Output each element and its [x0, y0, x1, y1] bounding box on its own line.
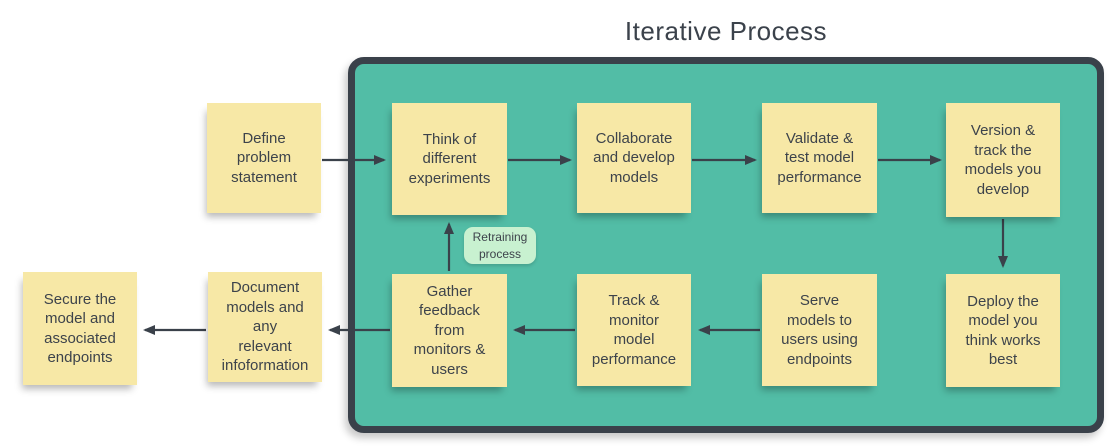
sticky-note-gather-feedback: Gather feedback from monitors & users [392, 274, 507, 387]
sticky-note-deploy-model: Deploy the model you think works best [946, 274, 1060, 387]
diagram-title: Iterative Process [624, 16, 828, 46]
sticky-note-collaborate-develop: Collaborate and develop models [577, 103, 691, 213]
sticky-note-track-monitor: Track & monitor model performance [577, 274, 691, 386]
sticky-note-document-models: Document models and any relevant infofor… [208, 272, 322, 382]
sticky-note-serve-models: Serve models to users using endpoints [762, 274, 877, 386]
sticky-note-validate-test: Validate & test model performance [762, 103, 877, 213]
sticky-note-define-problem: Define problem statement [207, 103, 321, 213]
retraining-process-label: Retraining process [464, 227, 536, 264]
sticky-note-version-track: Version & track the models you develop [946, 103, 1060, 217]
sticky-note-think-experiments: Think of different experiments [392, 103, 507, 215]
sticky-note-secure-model: Secure the model and associated endpoint… [23, 272, 137, 385]
